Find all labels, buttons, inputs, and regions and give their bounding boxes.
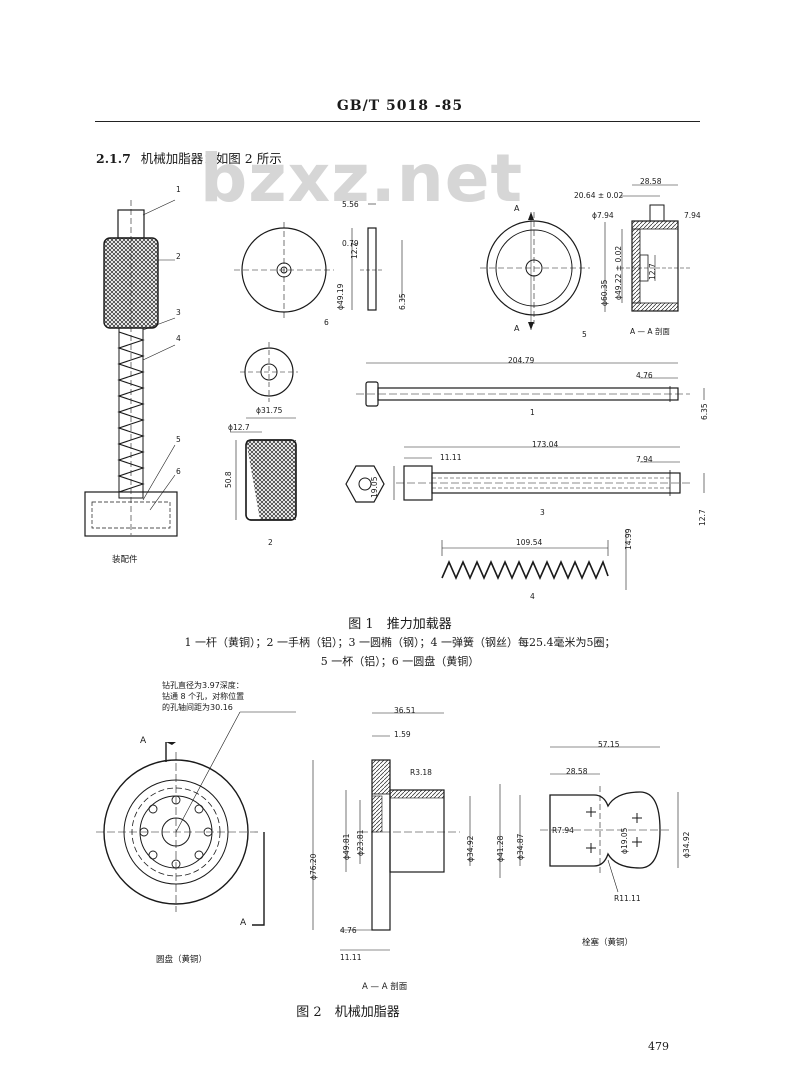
drill-note-line: 钻孔直径为3.97深度：: [162, 681, 244, 690]
dim-label: 11.11: [340, 953, 362, 962]
assembly-drawing: [84, 199, 178, 537]
dim-label: ϕ34.92: [466, 835, 475, 862]
balloon-2: 2: [176, 252, 181, 261]
dim-label: R11.11: [614, 894, 641, 903]
dim-label: ϕ34.92: [682, 831, 691, 858]
section-view-label: A — A 剖面: [630, 327, 670, 336]
dim-label: 12.7: [648, 263, 657, 280]
dim-label: 173.04: [532, 440, 559, 449]
dim-label: 19.05: [370, 476, 379, 498]
dim-label: 28.58: [566, 767, 588, 776]
dim-label: ϕ12.7: [228, 423, 250, 432]
part-3-drawing: [345, 446, 705, 503]
dim-label: 12.7: [350, 242, 359, 259]
section-letter: A: [240, 918, 247, 928]
balloon-4: 4: [176, 334, 181, 343]
section-number: 2.1.7: [96, 151, 131, 166]
section-letter: A: [514, 324, 520, 333]
figure1-caption: 图 1 推力加载器: [348, 617, 452, 632]
part-5-drawing: [480, 184, 690, 330]
plunger-drawing: [519, 746, 679, 893]
dim-label: 6.35: [700, 403, 709, 420]
drill-note-line: 的孔轴间距为30.16: [162, 703, 233, 712]
dim-label: 1.59: [394, 730, 411, 739]
plunger-label: 栓塞（黄铜）: [582, 938, 634, 948]
dim-label: 7.94: [636, 455, 653, 464]
dim-label: ϕ31.75: [256, 406, 283, 415]
dim-label: ϕ41.28: [496, 835, 505, 862]
dim-label: 4.76: [636, 371, 653, 380]
disc-drawing: [96, 711, 296, 926]
balloon-1: 1: [176, 185, 181, 194]
standard-code: GB/T 5018 -85: [336, 98, 464, 114]
dim-label: 7.94: [684, 211, 701, 220]
dim-label: 204.79: [508, 356, 535, 365]
drill-note: 钻孔直径为3.97深度： 钻通 8 个孔，对称位置 的孔轴间距为30.16: [162, 680, 244, 713]
dim-label: ϕ49.22 ± 0.02: [614, 245, 623, 300]
dim-label: R7.94: [552, 826, 574, 835]
balloon-3: 3: [176, 308, 181, 317]
header-rule: [95, 121, 700, 122]
disc-label: 圆盘（黄铜）: [156, 955, 208, 965]
dim-label: 4.76: [340, 926, 357, 935]
page-number: 479: [648, 1040, 669, 1053]
dim-label: ϕ34.87: [516, 833, 525, 860]
dim-label: 36.51: [394, 706, 416, 715]
dim-label: 0.79: [342, 239, 359, 248]
section-letter: A: [140, 736, 147, 746]
section-text: 机械加脂器：如图 2 所示: [140, 151, 282, 166]
section-view-label: A — A 剖面: [362, 982, 408, 992]
dim-label: ϕ7.94: [592, 211, 614, 220]
part-number-6: 6: [324, 318, 329, 327]
part-number-4: 4: [530, 592, 535, 601]
figure2-caption: 图 2 机械加脂器: [296, 1005, 400, 1020]
dim-label: 20.64 ± 0.02: [574, 191, 624, 200]
part-number-2: 2: [268, 538, 273, 547]
dim-label: R3.18: [410, 768, 432, 777]
part-1-drawing: [356, 362, 705, 407]
dim-label: ϕ23.81: [356, 829, 365, 856]
dim-label: 12.7: [698, 509, 707, 526]
part-4-drawing: [441, 530, 627, 590]
part-number-5: 5: [582, 330, 587, 339]
dim-label: 50.8: [224, 471, 233, 488]
figure1-legend-line2: 5 一杯（铝）；6 一圆盘（黄铜）: [320, 655, 480, 668]
part-number-1: 1: [530, 408, 535, 417]
dim-label: 6.35: [398, 293, 407, 310]
section-drawing: [312, 712, 501, 951]
dim-label: 14.99: [624, 528, 633, 550]
dim-label: 57.15: [598, 740, 620, 749]
part-6-drawing: [234, 203, 403, 318]
figure1-legend-line1: 1 一杆（黄铜）；2 一手柄（铝）；3 一圆椭（钢）；4 一弹簧（钢丝）每25.…: [184, 636, 616, 649]
dim-label: 11.11: [440, 453, 462, 462]
balloon-6: 6: [176, 467, 181, 476]
drill-note-line: 钻通 8 个孔，对称位置: [162, 692, 245, 701]
section-letter: A: [514, 204, 520, 213]
dim-label: 5.56: [342, 200, 359, 209]
assembly-label: 装配件: [112, 555, 138, 565]
part-2-drawing: [230, 342, 298, 521]
dim-label: ϕ49.19: [336, 283, 345, 310]
section-heading: 2.1.7 机械加脂器：如图 2 所示: [96, 148, 282, 167]
part-number-3: 3: [540, 508, 545, 517]
dim-label: ϕ60.35: [600, 279, 609, 306]
watermark: bzxz.net: [200, 140, 524, 217]
dim-label: ϕ19.05: [620, 827, 629, 854]
dim-label: ϕ76.20: [309, 853, 318, 880]
dim-label: 28.58: [640, 177, 662, 186]
dim-label: 109.54: [516, 538, 543, 547]
balloon-5: 5: [176, 435, 181, 444]
dim-label: ϕ49.81: [342, 833, 351, 860]
